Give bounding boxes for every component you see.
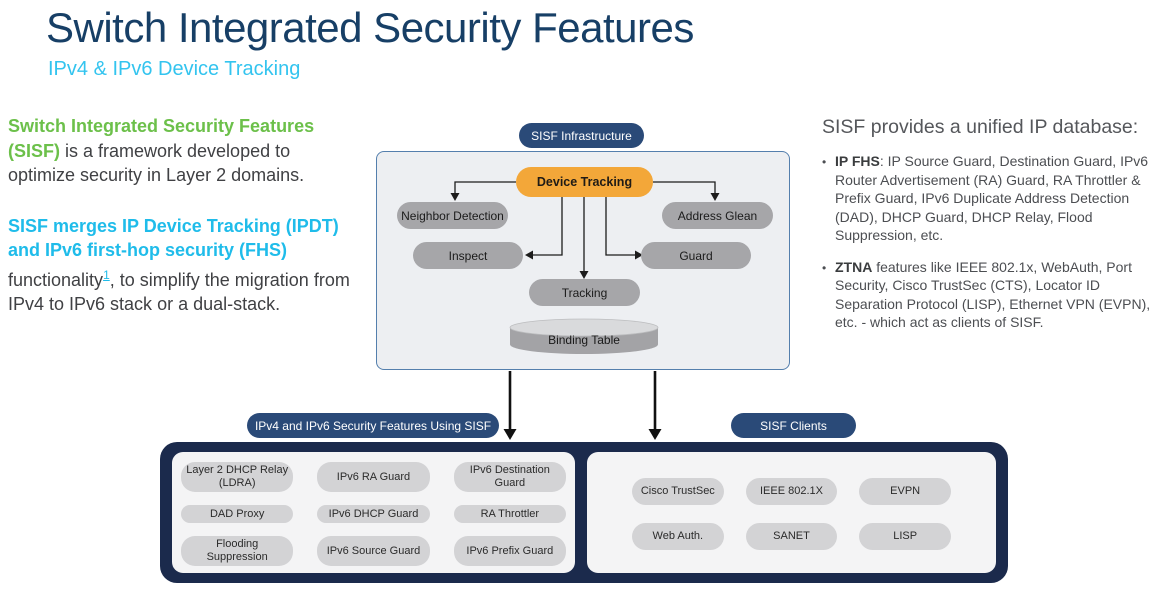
sisf-infrastructure-label: SISF Infrastructure	[519, 123, 644, 148]
bullet-ip-fhs: • IP FHS: IP Source Guard, Destination G…	[822, 152, 1154, 245]
feature-pill: IPv6 Destination Guard	[453, 462, 566, 493]
feature-pill: DAD Proxy	[181, 505, 294, 523]
binding-table-label: Binding Table	[548, 333, 620, 347]
bullet-lead: ZTNA	[835, 258, 873, 275]
client-pill-label: LISP	[893, 530, 918, 543]
client-pill-label: IEEE 802.1X	[759, 485, 823, 498]
footnote-link[interactable]: 1	[103, 267, 110, 282]
feature-pill-label: Flooding Suppression	[206, 538, 268, 563]
feature-pill-label: RA Throttler	[480, 507, 540, 520]
client-pill: SANET	[745, 523, 838, 550]
bullet-text: : IP Source Guard, Destination Guard, IP…	[835, 153, 1149, 243]
intro-paragraph-text: , to simplify the migration from IPv4 to…	[8, 269, 350, 315]
client-pill-label: EVPN	[890, 485, 921, 498]
intro-paragraph-text: is a framework developed to optimize sec…	[8, 140, 305, 186]
feature-pill: IPv6 Prefix Guard	[453, 535, 566, 566]
node-guard: Guard	[641, 242, 751, 269]
page-subtitle: IPv4 & IPv6 Device Tracking	[48, 58, 301, 80]
db-heading: SISF provides a unified IP database:	[822, 116, 1139, 138]
feature-pill-label: Layer 2 DHCP Relay (LDRA)	[186, 464, 289, 490]
features-panel: Layer 2 DHCP Relay (LDRA) IPv6 RA Guard …	[172, 452, 575, 573]
features-clients-container: Layer 2 DHCP Relay (LDRA) IPv6 RA Guard …	[160, 442, 1008, 583]
bullet-lead: IP FHS	[835, 153, 880, 169]
client-pill: IEEE 802.1X	[745, 478, 838, 505]
features-label-pill: IPv4 and IPv6 Security Features Using SI…	[247, 413, 499, 438]
intro-paragraph-sisf: Switch Integrated Security Features (SIS…	[8, 114, 357, 188]
bullet-icon: •	[822, 155, 827, 169]
feature-pill-label: IPv6 Destination Guard	[469, 464, 550, 490]
binding-table-cylinder: Binding Table	[508, 318, 660, 355]
node-address-glean: Address Glean	[662, 202, 773, 229]
client-pill: LISP	[859, 523, 951, 550]
feature-pill: Flooding Suppression	[181, 535, 294, 566]
bullet-body: ZTNA features like IEEE 802.1x, WebAuth,…	[835, 258, 1154, 332]
device-tracking-pill: Device Tracking	[516, 167, 653, 197]
feature-pill-label: IPv6 Prefix Guard	[466, 544, 554, 557]
bullet-text: features like IEEE 802.1x, WebAuth, Port…	[835, 258, 1151, 331]
feature-pill: RA Throttler	[453, 505, 566, 523]
clients-panel: Cisco TrustSec IEEE 802.1X EVPN Web Auth…	[587, 452, 996, 573]
node-inspect: Inspect	[413, 242, 523, 269]
client-pill-label: SANET	[773, 530, 810, 543]
client-pill-label: Web Auth.	[652, 530, 704, 543]
intro-text-block: Switch Integrated Security Features (SIS…	[8, 114, 357, 317]
feature-pill: Layer 2 DHCP Relay (LDRA)	[181, 462, 294, 493]
unified-db-panel: SISF provides a unified IP database: • I…	[822, 116, 1154, 332]
bullet-ztna: • ZTNA features like IEEE 802.1x, WebAut…	[822, 258, 1154, 332]
intro-paragraph-text: functionality	[8, 269, 104, 290]
merge-cyan-highlight: SISF merges IP Device Tracking (IPDT) an…	[8, 215, 339, 261]
feature-pill: IPv6 RA Guard	[317, 462, 430, 493]
feature-pill-label: IPv6 RA Guard	[336, 470, 411, 483]
cylinder-shape-icon	[509, 318, 659, 354]
feature-pill-label: DAD Proxy	[209, 507, 265, 520]
bullet-icon: •	[822, 260, 827, 275]
client-pill-label: Cisco TrustSec	[640, 485, 715, 498]
feature-pill-label: IPv6 DHCP Guard	[328, 507, 419, 520]
client-pill: Web Auth.	[632, 523, 724, 550]
feature-pill-label: IPv6 Source Guard	[326, 544, 421, 557]
client-pill: Cisco TrustSec	[632, 478, 724, 505]
node-tracking: Tracking	[529, 279, 640, 306]
sisf-green-highlight: Switch Integrated Security Features (SIS…	[8, 116, 315, 161]
page-title: Switch Integrated Security Features	[46, 4, 694, 51]
feature-pill: IPv6 DHCP Guard	[317, 505, 430, 523]
intro-paragraph-merge: SISF merges IP Device Tracking (IPDT) an…	[8, 214, 357, 317]
client-pill: EVPN	[859, 478, 951, 505]
feature-pill: IPv6 Source Guard	[317, 535, 430, 566]
clients-label-pill: SISF Clients	[731, 413, 856, 438]
bullet-body: IP FHS: IP Source Guard, Destination Gua…	[835, 152, 1154, 245]
node-neighbor-detection: Neighbor Detection	[397, 202, 508, 229]
